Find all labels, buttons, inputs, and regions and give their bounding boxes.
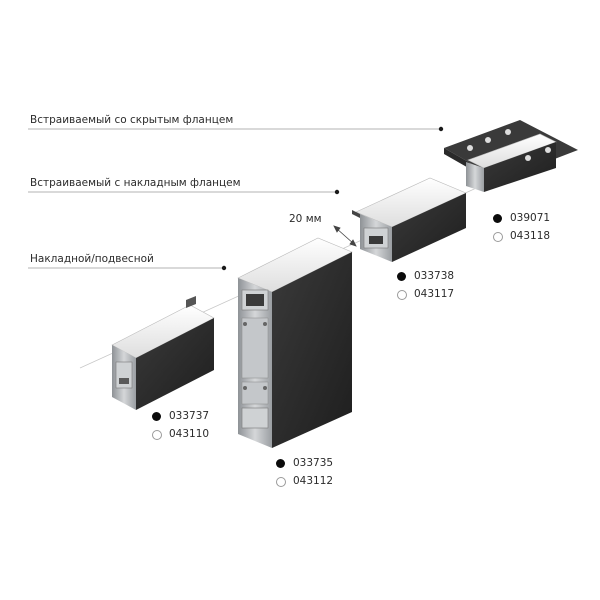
small-profile-drawing xyxy=(111,296,215,410)
product-code-black: 033735 xyxy=(293,457,334,469)
product-code-black: 033737 xyxy=(169,410,210,422)
leader-lines xyxy=(28,128,441,269)
white-color-dot-icon xyxy=(152,430,162,440)
black-color-dot-icon xyxy=(276,459,285,468)
product-code-white: 043117 xyxy=(414,288,455,300)
gap-dimension-label: 20 мм xyxy=(289,213,322,225)
product-code-white: 043112 xyxy=(293,475,334,487)
overlay-flange-profile-drawing xyxy=(352,177,467,262)
leader-dots xyxy=(221,126,444,271)
product-code-black: 039071 xyxy=(510,212,551,224)
label-surface-suspended: Накладной/подвесной xyxy=(30,253,154,265)
black-color-dot-icon xyxy=(397,272,406,281)
product-code-white: 043118 xyxy=(510,230,551,242)
black-color-dot-icon xyxy=(493,214,502,223)
white-color-dot-icon xyxy=(276,477,286,487)
label-hidden-flange: Встраиваемый со скрытым фланцем xyxy=(30,114,234,126)
product-code-white: 043110 xyxy=(169,428,210,440)
black-color-dot-icon xyxy=(152,412,161,421)
white-color-dot-icon xyxy=(397,290,407,300)
label-overlay-flange: Встраиваемый с накладным фланцем xyxy=(30,177,241,189)
white-color-dot-icon xyxy=(493,232,503,242)
tall-profile-drawing xyxy=(237,237,353,448)
dimension-arrow-icon xyxy=(333,225,357,247)
hidden-flange-profile-drawing xyxy=(444,120,578,192)
product-code-black: 033738 xyxy=(414,270,455,282)
